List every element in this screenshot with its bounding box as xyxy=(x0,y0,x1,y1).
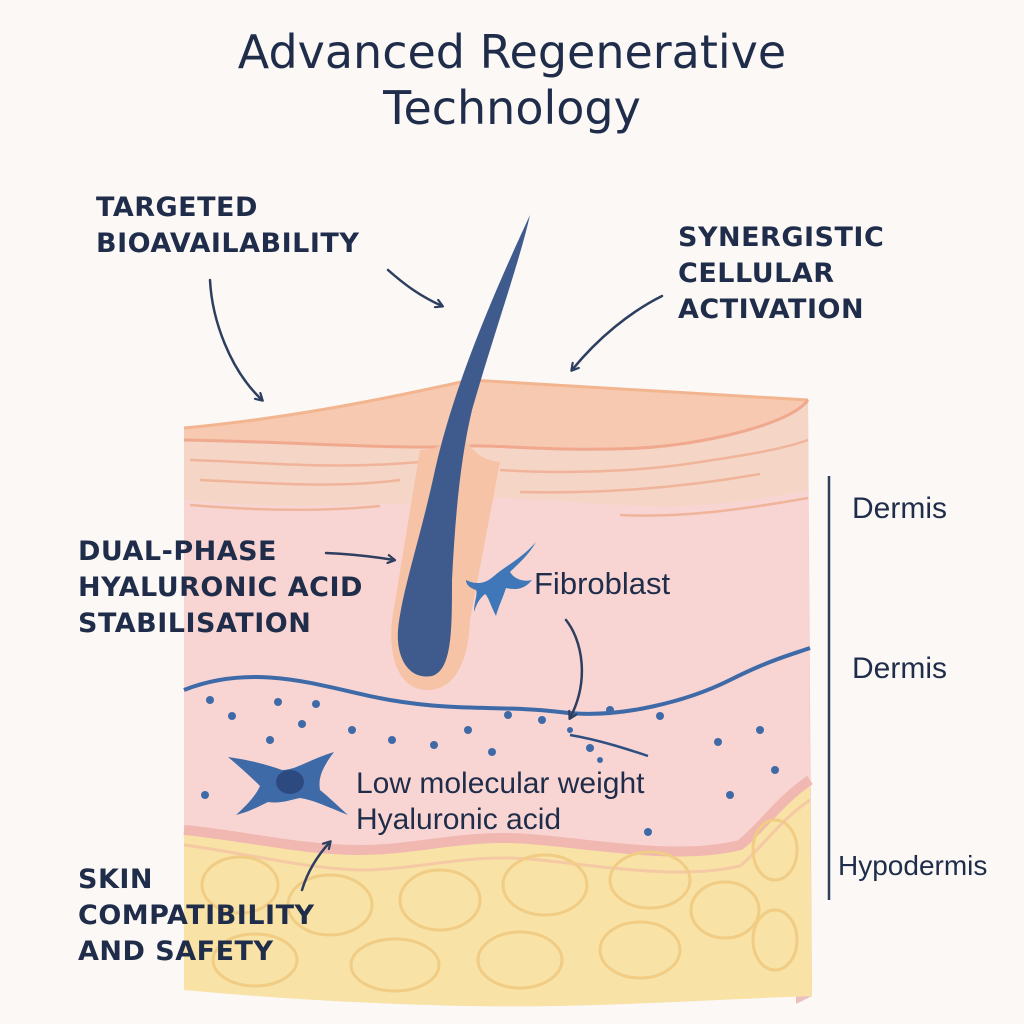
arrow-synergistic xyxy=(572,294,664,370)
epidermis-top-edge xyxy=(183,378,809,430)
epidermis-lines xyxy=(189,438,809,517)
label-lmw-hyaluronic-acid: Low molecular weight Hyaluronic acid xyxy=(356,767,645,836)
hypodermis-inner-border xyxy=(183,798,811,874)
fat-cells xyxy=(200,818,799,993)
callout-skin-compatibility: SKIN COMPATIBILITY AND SAFETY xyxy=(78,864,315,967)
epidermis-top-surface xyxy=(184,380,808,450)
label-fibroblast: Fibroblast xyxy=(534,566,671,601)
epidermis-band xyxy=(184,400,808,507)
callout-dual-phase-ha: DUAL-PHASE HYALURONIC ACID STABILISATION xyxy=(78,536,363,639)
lmw-ha-cell-nucleus xyxy=(276,770,304,794)
title-line-1: Advanced Regenerative xyxy=(237,25,787,79)
title-line-2: Technology xyxy=(383,81,641,135)
hypodermis-border xyxy=(183,775,813,857)
fibre-line xyxy=(569,733,649,758)
dermis-wave-line xyxy=(183,646,811,716)
callout-synergistic-cellular-activation: SYNERGISTIC CELLULAR ACTIVATION xyxy=(678,222,885,325)
callout-arrows xyxy=(208,268,664,892)
dermis-layer xyxy=(184,400,810,852)
fibroblast-cell xyxy=(466,542,536,616)
hyaluronic-dots xyxy=(201,696,779,836)
epidermis-bottom-edge xyxy=(183,399,810,451)
arrow-targeted-1 xyxy=(208,278,262,400)
layer-label-hypodermis: Hypodermis xyxy=(838,850,988,881)
diagram-title: Advanced Regenerative Technology xyxy=(0,24,1024,136)
layer-label-dermis-top: Dermis xyxy=(852,492,947,525)
callout-targeted-bioavailability: TARGETED BIOAVAILABILITY xyxy=(96,192,360,259)
arrow-dual-phase xyxy=(324,551,394,560)
arrow-skin-compat xyxy=(300,842,330,892)
hair-shaft xyxy=(397,215,530,677)
hypodermis-layer xyxy=(184,780,812,1007)
arrow-targeted-2 xyxy=(386,268,442,306)
arrow-fibroblast xyxy=(564,618,584,718)
layer-label-dermis: Dermis xyxy=(852,652,947,685)
